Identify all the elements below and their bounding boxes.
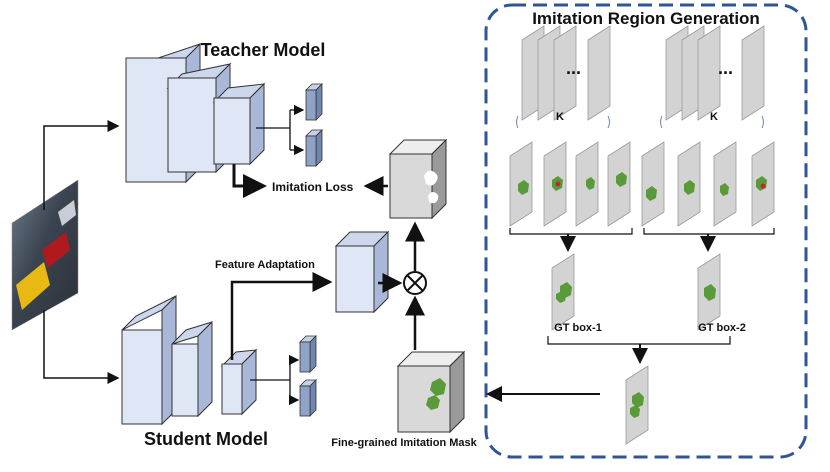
teacher-head-1 — [305, 83, 323, 121]
teacher-block-3 — [212, 82, 266, 166]
multiply-node — [403, 271, 427, 295]
student-head-1 — [299, 335, 317, 373]
region-generation-title: Imitation Region Generation — [532, 9, 760, 28]
gt-box-2-sheet — [697, 253, 721, 331]
student-block-1 — [121, 294, 177, 426]
imitation-mask-label: Fine-grained Imitation Mask — [331, 437, 477, 449]
region-generation-panel — [484, 3, 808, 459]
ellipsis-left: ... — [566, 58, 581, 78]
anchor-sheets-right — [641, 141, 775, 227]
teacher-model — [125, 42, 323, 184]
feature-adaptation-label: Feature Adaptation — [215, 259, 315, 271]
merge-bracket — [547, 336, 731, 364]
imitation-mask-block — [396, 350, 466, 434]
sheet-stack-left: ... K — [516, 25, 611, 129]
input-image — [11, 179, 79, 331]
student-block-3 — [220, 348, 258, 416]
k-label-left: K — [556, 111, 564, 123]
teacher-head-2 — [305, 129, 323, 167]
sheet-stack-right: ... K — [660, 25, 765, 129]
teacher-to-loss-arrow — [232, 164, 267, 198]
gt-box-1-sheet — [551, 253, 575, 331]
bracket-left — [509, 228, 633, 252]
student-model-label: Student Model — [144, 429, 268, 449]
combined-region-sheet — [625, 365, 649, 445]
gt-box-1-label: GT box-1 — [554, 322, 602, 334]
feature-adaptation-block — [334, 230, 390, 314]
student-model — [121, 294, 317, 426]
k-label-right: K — [710, 111, 718, 123]
imitation-loss-label: Imitation Loss — [272, 180, 354, 194]
anchor-sheets-left — [509, 141, 631, 227]
bracket-right — [643, 228, 775, 252]
student-block-2 — [171, 320, 213, 418]
input-connectors — [43, 120, 120, 384]
student-to-adaptation-arrow — [230, 272, 333, 360]
student-head-2 — [299, 379, 317, 417]
ellipsis-right: ... — [718, 58, 733, 78]
gt-box-2-label: GT box-2 — [698, 322, 746, 334]
panel-title-bg — [526, 8, 764, 28]
masked-feature-block — [388, 138, 448, 220]
teacher-model-label: Teacher Model — [201, 40, 326, 60]
